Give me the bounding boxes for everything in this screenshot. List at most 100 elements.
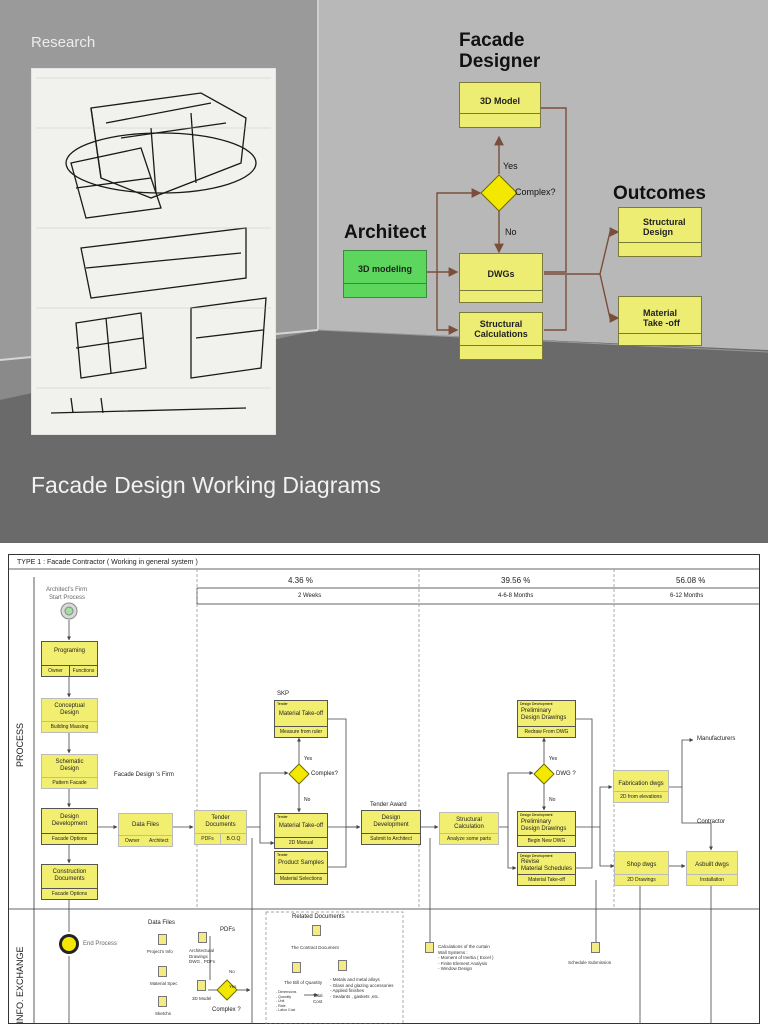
facade-designer-line2: Designer (459, 51, 541, 72)
phase3-duration: 6-12 Months (670, 593, 704, 599)
info-bill-qty: The Bill of Quantity (284, 980, 323, 985)
material-takeoff-mid-box: Tender Material Take-off 2D Manual (274, 813, 328, 849)
asbuilt-dwgs-box: Asbuilt dwgs Installation (686, 851, 738, 886)
calc-note-3: - Moment of Inertia ( Excel ) (438, 955, 494, 960)
phase2-percent: 39.56 % (501, 576, 531, 585)
programing-sub2: Functions (72, 668, 95, 674)
skp-label: SKP (277, 691, 290, 697)
complex-question: Complex? (515, 187, 556, 197)
photo-panel: Research Facade Design Working Diagrams (0, 0, 768, 543)
sc-sub: Analyze some parts (440, 833, 498, 844)
conceptual-sub: Building Massing (42, 721, 97, 732)
no-label-2: No (549, 797, 556, 803)
manufacturers-label: Manufacturers (697, 736, 736, 742)
bill-item-3: - Unit (276, 999, 285, 1003)
structural-design-box: Structural Design (618, 207, 702, 257)
revise-sub: Material Take-off (518, 874, 575, 885)
prelim-top-tag: Design Development (520, 702, 553, 706)
data-files-sub1: Owner (124, 838, 140, 844)
modeling-3d-box: 3D modeling (343, 250, 427, 298)
sc-line1: Structural (456, 817, 482, 823)
tender-docs-sub1: PDFs (195, 834, 221, 844)
info-data-files: Data Files (148, 920, 176, 926)
conceptual-line1: Conceptual (54, 703, 85, 709)
info-materials: - Metals and metal alloys - Glass and gl… (330, 977, 394, 999)
page-title: Facade Design Working Diagrams (31, 472, 381, 498)
materials-line4: - Sealants , gaskets ,etc. (330, 993, 380, 999)
section-label: Research (31, 34, 96, 51)
info-complex-q: Complex ? (212, 1007, 241, 1013)
bill-item-4: - Rate (276, 1003, 286, 1008)
structural-calc-line2: Calculations (474, 329, 528, 339)
material-spec-doc-icon (158, 966, 167, 977)
model-3d-box: 3D Model (459, 82, 541, 128)
no-label: No (505, 227, 517, 237)
fabrication-box: Fabrication dwgs 2D from elevations (613, 770, 669, 803)
fabrication-title: Fabrication dwgs (618, 781, 664, 787)
calc-note-2: Wall Systems : (438, 949, 468, 955)
bill-item-5: - Labor Cost (276, 1008, 296, 1012)
facade-designer-label: Facade Designer (459, 30, 540, 72)
tender-docs-line1: Tender (211, 815, 230, 821)
arch-drawings-line3: DWG , PDFs (189, 959, 215, 964)
revise-line1: Revise (521, 859, 540, 865)
data-files-title: Data Files (131, 822, 159, 828)
arch-drawings-line2: Drawings (189, 953, 208, 959)
type-title: TYPE 1 : Facade Contractor ( Working in … (17, 559, 198, 566)
mto-top-title: Material Take-off (278, 711, 324, 717)
programing-title: Programing (53, 648, 85, 654)
product-samples-box: Tender Product Samples Material Selectio… (274, 851, 328, 885)
prelim-top-line2: Design Drawings (521, 715, 567, 721)
info-total-cost: Total Cost (313, 993, 323, 1004)
structural-calculations-box: Structural Calculations (459, 312, 543, 360)
dwgs-box: DWGs (459, 253, 543, 303)
materials-doc-icon (338, 960, 347, 971)
outcomes-label: Outcomes (613, 183, 706, 204)
calc-doc-icon (425, 942, 434, 953)
conceptual-line2: Design (60, 710, 79, 716)
ps-title: Product Samples (278, 860, 324, 866)
contractor-label: Contractor (697, 819, 726, 825)
phase3-percent: 56.08 % (676, 576, 706, 585)
sc-line2: Calculation (454, 824, 484, 830)
architect-label: Architect (344, 222, 427, 243)
schematic-line1: Schematic (55, 759, 84, 765)
prelim-top-sub: Redraw From DWG (518, 726, 575, 737)
structural-design-line1: Structural (643, 217, 686, 227)
tender-docs-sub2: B.O.Q (226, 836, 241, 842)
material-takeoff-line2: Take -off (643, 318, 680, 328)
prelim-mid-line1: Preliminary (521, 819, 552, 825)
material-takeoff-line1: Material (643, 308, 678, 318)
bill-item-2: - Quantity (276, 994, 292, 999)
asbuilt-title: Asbuilt dwgs (695, 862, 729, 868)
yes-label: Yes (503, 161, 518, 171)
tender-award-label: Tender Award (370, 802, 407, 808)
info-model-3d: 3D Model (192, 996, 212, 1001)
fabrication-sub: 2D from elevations (614, 791, 668, 802)
calc-note-5: - Window Design (438, 966, 473, 971)
mto-top-tag: Tender (277, 702, 288, 706)
calc-note-1: Calculations of the curtain (438, 944, 490, 949)
mto-top-sub: Measure from ruler (275, 726, 327, 737)
arch-drawings-line1: Architectural (189, 948, 215, 953)
model-3d-doc-icon (197, 980, 206, 991)
revise-tag: Design Development (520, 854, 553, 858)
calc-note-4: - Finite Element Analysis (438, 960, 488, 966)
prelim-mid-sub: Begin New DWG (518, 835, 575, 846)
info-related-docs: Related Documents (292, 914, 345, 920)
total-cost-line2: Cost (313, 998, 323, 1004)
info-arch-drawings: Architectural Drawings DWG , PDFs (189, 948, 215, 965)
prelim-top-line1: Preliminary (521, 708, 552, 714)
phase1-percent: 4.36 % (288, 576, 313, 585)
construction-line1: Construction (52, 869, 87, 875)
ps-sub: Material Selections (275, 873, 327, 884)
sketch-drawing (50, 92, 267, 414)
